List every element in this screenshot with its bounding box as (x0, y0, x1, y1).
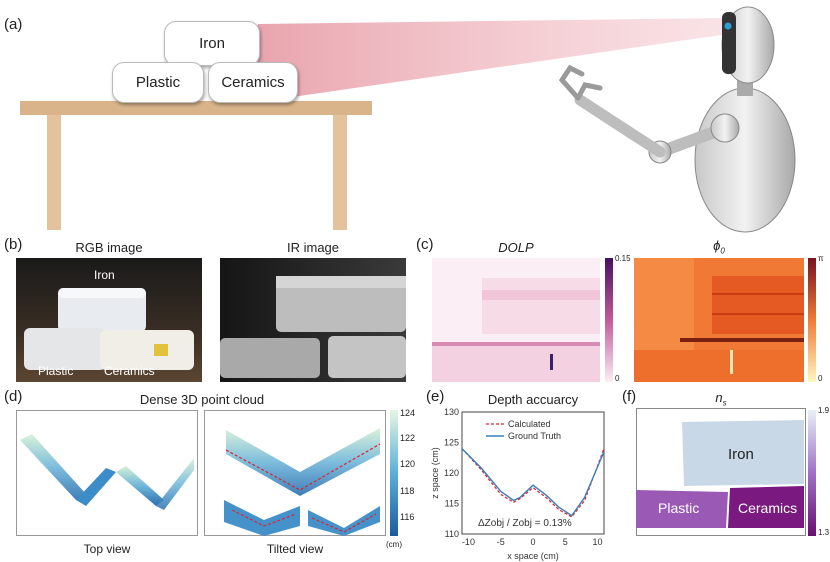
ns-colorbar (808, 410, 816, 536)
phi-scale-min: 0 (818, 374, 823, 383)
robot-shoulder (710, 113, 740, 143)
tilted-view-plot (204, 410, 386, 536)
dolp-colorbar (605, 258, 613, 382)
rgb-title: RGB image (75, 240, 143, 255)
ns-iron-region (682, 420, 804, 486)
ceramics-box: Ceramics (208, 62, 298, 103)
depth-xtick-label: 10 (593, 537, 603, 547)
ns-plastic-region (636, 490, 728, 528)
ir-image (220, 258, 406, 382)
depth-xtick-label: -10 (462, 537, 475, 547)
ir-title: IR image (286, 240, 340, 255)
rgb-iron-label: Iron (94, 268, 115, 282)
pointcloud-cb-tick-1: 122 (400, 433, 416, 443)
depth-xtick-label: 5 (563, 537, 568, 547)
top-view-plot (16, 410, 198, 536)
depth-ytick-label: 125 (444, 438, 459, 448)
table-leg-right (333, 115, 347, 230)
top-view-label: Top view (83, 542, 131, 556)
tilted-view-label: Tilted view (266, 542, 324, 556)
ns-ceramics-label: Ceramics (738, 500, 798, 516)
depth-ytick-label: 110 (445, 529, 459, 539)
phi-title: ϕ0 (634, 238, 804, 256)
phi-scale-max: π (818, 254, 824, 263)
ns-title: ns (636, 390, 806, 408)
rgb-image (16, 258, 202, 382)
robot-torso (694, 87, 796, 233)
panel-f-label: (f) (622, 388, 637, 405)
ns-plastic-label: Plastic (658, 500, 700, 516)
panel-b-label: (b) (4, 236, 23, 253)
panel-a-scene (20, 6, 796, 233)
pointcloud-colorbar (390, 410, 398, 536)
ns-map (636, 408, 806, 536)
robot-visor (722, 12, 736, 74)
dolp-title: DOLP (498, 240, 534, 255)
table-leg-left (47, 115, 61, 230)
depth-xlabel: x space (cm) (507, 551, 559, 561)
pointcloud-cb-tick-0: 124 (400, 408, 416, 418)
depth-ylabel: z space (cm) (430, 447, 440, 499)
depth-ytick-label: 130 (444, 407, 459, 417)
phi-symbol: ϕ (713, 238, 721, 253)
depth-ytick-label: 115 (445, 499, 459, 509)
iron-box: Iron (164, 21, 260, 66)
pointcloud-cb-tick-3: 118 (400, 486, 415, 496)
sensing-beam (258, 18, 728, 102)
panel-e-label: (e) (426, 388, 445, 405)
depth-xtick-label: 0 (530, 537, 535, 547)
ns-subscript: s (722, 398, 727, 408)
depth-title: Depth accuarcy (487, 392, 579, 407)
pointcloud-title: Dense 3D point cloud (139, 392, 265, 407)
ns-iron-label: Iron (728, 446, 754, 463)
ns-scale-min: 1.3 (818, 528, 830, 537)
depth-ytick-label: 120 (444, 468, 459, 478)
panel-d-label: (d) (4, 388, 23, 405)
panel-c-label: (c) (416, 236, 434, 253)
pointcloud-cb-tick-4: 116 (400, 512, 415, 522)
table-top (20, 101, 372, 115)
dolp-image (432, 258, 600, 382)
rgb-ceramics-label: Ceramics (104, 364, 155, 378)
depth-xtick-label: -5 (497, 537, 505, 547)
depth-chart: 130 125 120 115 110 -10 -5 0 5 10 Calculated Gro… (430, 407, 605, 561)
pointcloud-cb-tick-2: 120 (400, 459, 416, 469)
legend-ground-truth: Ground Truth (508, 431, 561, 441)
dolp-scale-min: 0 (615, 374, 620, 383)
pointcloud-cb-unit: (cm) (386, 540, 402, 549)
dolp-scale-max: 0.15 (615, 254, 631, 263)
phi-image (634, 258, 804, 382)
ns-scale-max: 1.9 (818, 406, 830, 415)
phi-subscript: 0 (720, 246, 725, 256)
ns-ceramics-region (728, 486, 804, 528)
rgb-plastic-label: Plastic (38, 364, 74, 378)
phi-colorbar (808, 258, 816, 382)
plastic-box: Plastic (112, 62, 204, 103)
ns-symbol: n (715, 390, 723, 405)
depth-annotation: ΔZobj / Zobj = 0.13% (478, 518, 572, 529)
legend-calculated: Calculated (508, 419, 551, 429)
depth-series-ground-truth (461, 448, 605, 517)
robot-gripper (558, 64, 603, 101)
robot-eye (724, 22, 732, 30)
panel-a-label: (a) (4, 16, 23, 33)
depth-series-calculated (461, 448, 605, 518)
